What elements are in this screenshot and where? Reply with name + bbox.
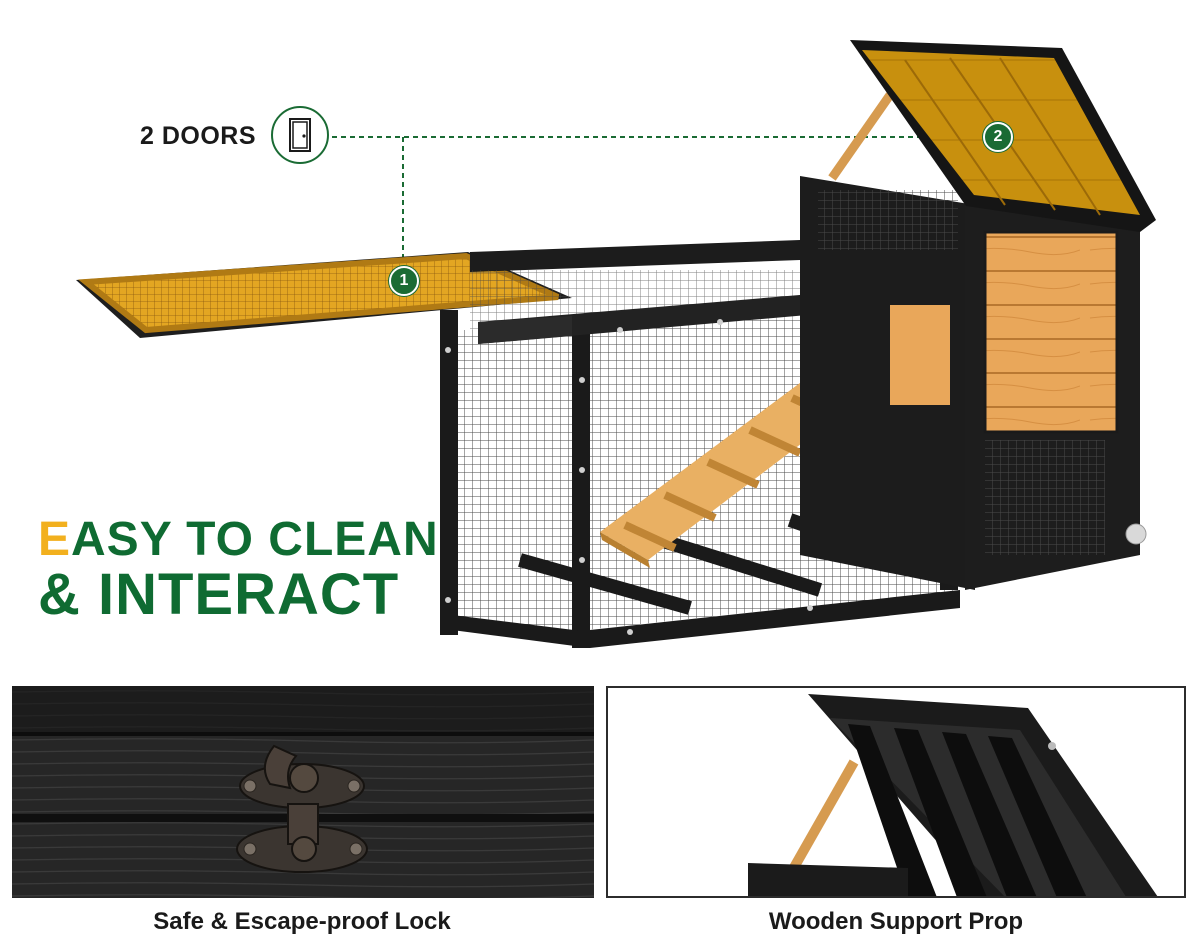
- front-door-open: [76, 252, 572, 338]
- headline: EASY TO CLEAN & INTERACT: [38, 513, 439, 628]
- lock-illustration: [12, 686, 594, 898]
- marker-1: 1: [389, 266, 419, 296]
- support-prop-photo: [606, 686, 1186, 898]
- hutch-box: [800, 40, 1156, 590]
- doors-label: 2 DOORS: [140, 122, 257, 150]
- support-prop-caption: Wooden Support Prop: [768, 908, 1024, 935]
- hutch-illustration: [76, 40, 1156, 648]
- door-icon: [271, 106, 329, 164]
- headline-line-2: & INTERACT: [38, 562, 400, 628]
- lock-photo: [12, 686, 594, 898]
- marker-2: 2: [983, 122, 1013, 152]
- headline-line-1: EASY TO CLEAN: [38, 513, 439, 566]
- lock-caption: Safe & Escape-proof Lock: [153, 908, 451, 935]
- callout-lines: [332, 136, 986, 266]
- headline-first-letter: E: [38, 513, 72, 566]
- headline-line-1-rest: ASY TO CLEAN: [71, 513, 439, 566]
- support-prop-illustration: [608, 688, 1184, 896]
